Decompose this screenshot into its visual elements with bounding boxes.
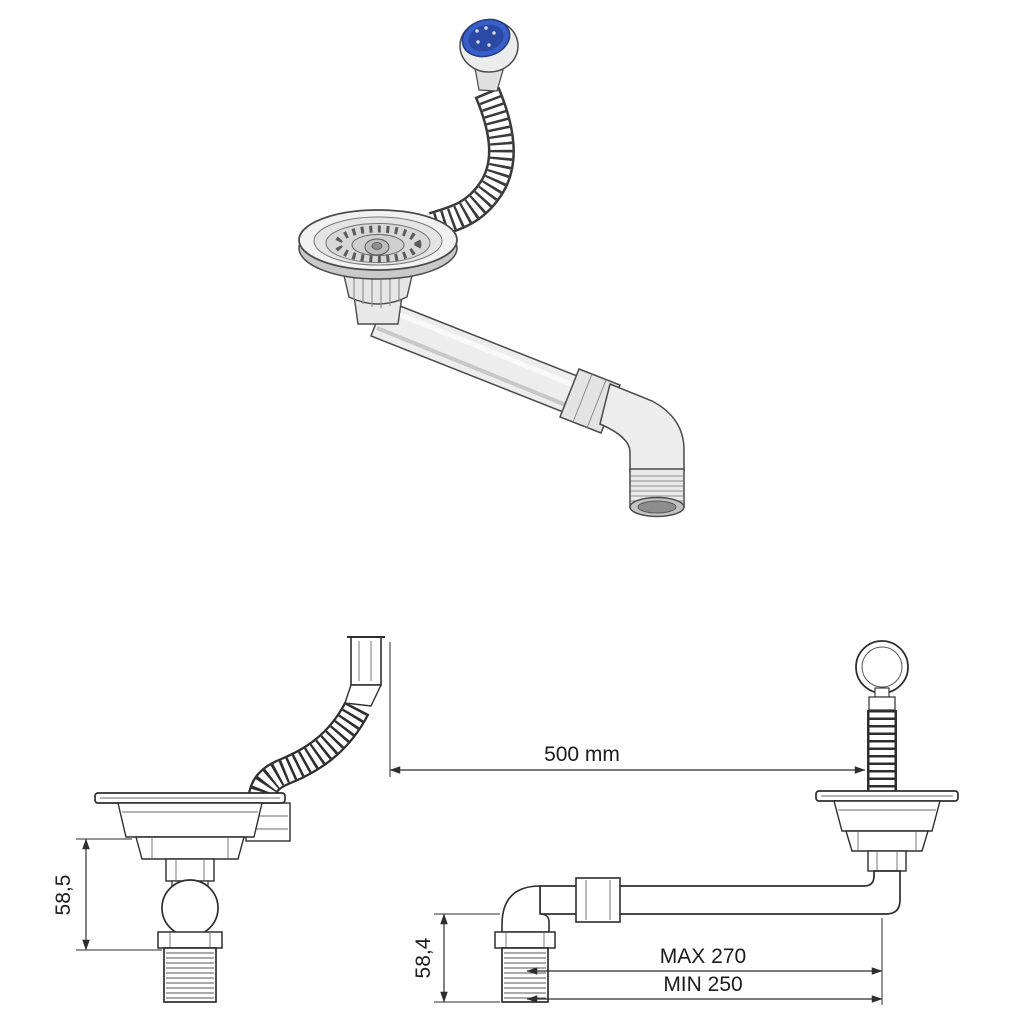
strainer-side-view-right <box>815 790 959 872</box>
tailpipe-3d <box>353 295 685 518</box>
horizontal-pipe-assembly-2d <box>494 870 901 1003</box>
right-front-view-2d <box>815 640 959 872</box>
strainer-side-view-left <box>94 792 291 1003</box>
dimension-58-4: 58,4 <box>412 913 500 1003</box>
dimension-58-5: 58,5 <box>52 838 162 951</box>
overflow-cap-3d <box>459 18 519 92</box>
threaded-outlet-2d-center <box>501 947 549 1003</box>
dimension-min-label: MIN 250 <box>663 973 742 996</box>
strainer-slots <box>334 225 422 263</box>
dimension-58-4-label: 58,4 <box>412 937 435 978</box>
threaded-outlet-2d-left <box>163 947 217 1003</box>
dimension-max-min: MAX 270 MIN 250 <box>526 918 883 1005</box>
dimension-58-5-label: 58,5 <box>52 875 75 916</box>
dimension-max-label: MAX 270 <box>660 945 746 968</box>
dimension-500mm: 500 mm <box>389 642 866 777</box>
overflow-hose-2d-left <box>247 701 370 803</box>
trap-ball-2d <box>161 879 219 937</box>
left-side-view-2d: 58,5 <box>52 636 385 1003</box>
illustration-3d <box>298 18 685 518</box>
dimension-500mm-label: 500 mm <box>544 743 620 766</box>
strainer-basket-3d <box>298 209 458 280</box>
overflow-cap-2d <box>855 640 909 711</box>
overflow-fitting-2d <box>344 636 385 707</box>
pipe-coupling-nut <box>575 877 621 923</box>
elbow-3d <box>599 382 685 472</box>
overflow-hose-3d-icon <box>428 86 515 238</box>
